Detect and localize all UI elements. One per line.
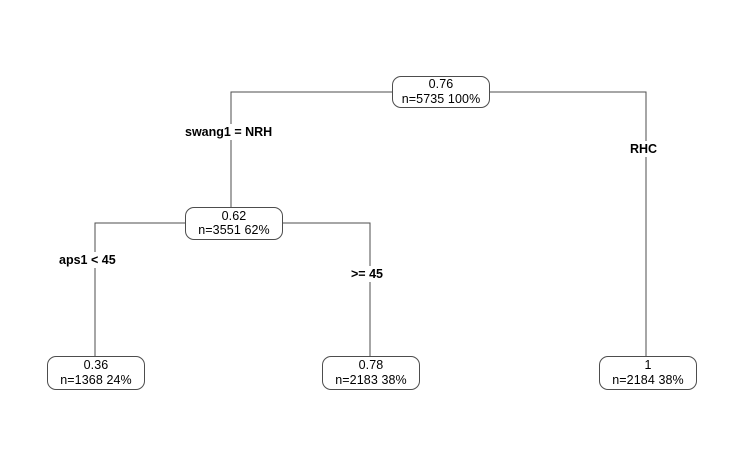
node-value: 0.36 [83,358,109,372]
node-value: 0.78 [358,358,384,372]
tree-node-internal-1[interactable]: 0.62 n=3551 62% [185,207,283,240]
split-label-swang1-nrh: swang1 = NRH [182,124,276,140]
edge-root-to-internal-1 [230,91,392,207]
tree-node-leaf-3[interactable]: 1 n=2184 38% [599,356,697,390]
tree-node-leaf-1[interactable]: 0.36 n=1368 24% [47,356,145,390]
split-label-rhc: RHC [627,141,661,157]
node-stats: n=2184 38% [612,372,684,387]
tree-node-leaf-2[interactable]: 0.78 n=2183 38% [322,356,420,390]
node-stats: n=3551 62% [198,223,270,237]
edge-root-to-leaf-3 [490,91,647,356]
node-value: 1 [644,358,652,372]
node-stats: n=5735 100% [401,91,481,106]
edge-internal-1-to-leaf-2 [283,222,371,356]
split-label-aps1-lt-45: aps1 < 45 [56,252,119,268]
split-label-ge-45: >= 45 [348,266,386,282]
node-value: 0.76 [428,77,454,91]
node-stats: n=2183 38% [335,372,407,387]
node-stats: n=1368 24% [60,372,132,387]
tree-node-root[interactable]: 0.76 n=5735 100% [392,76,490,108]
node-value: 0.62 [221,208,247,223]
edge-internal-1-to-leaf-1 [94,222,185,356]
